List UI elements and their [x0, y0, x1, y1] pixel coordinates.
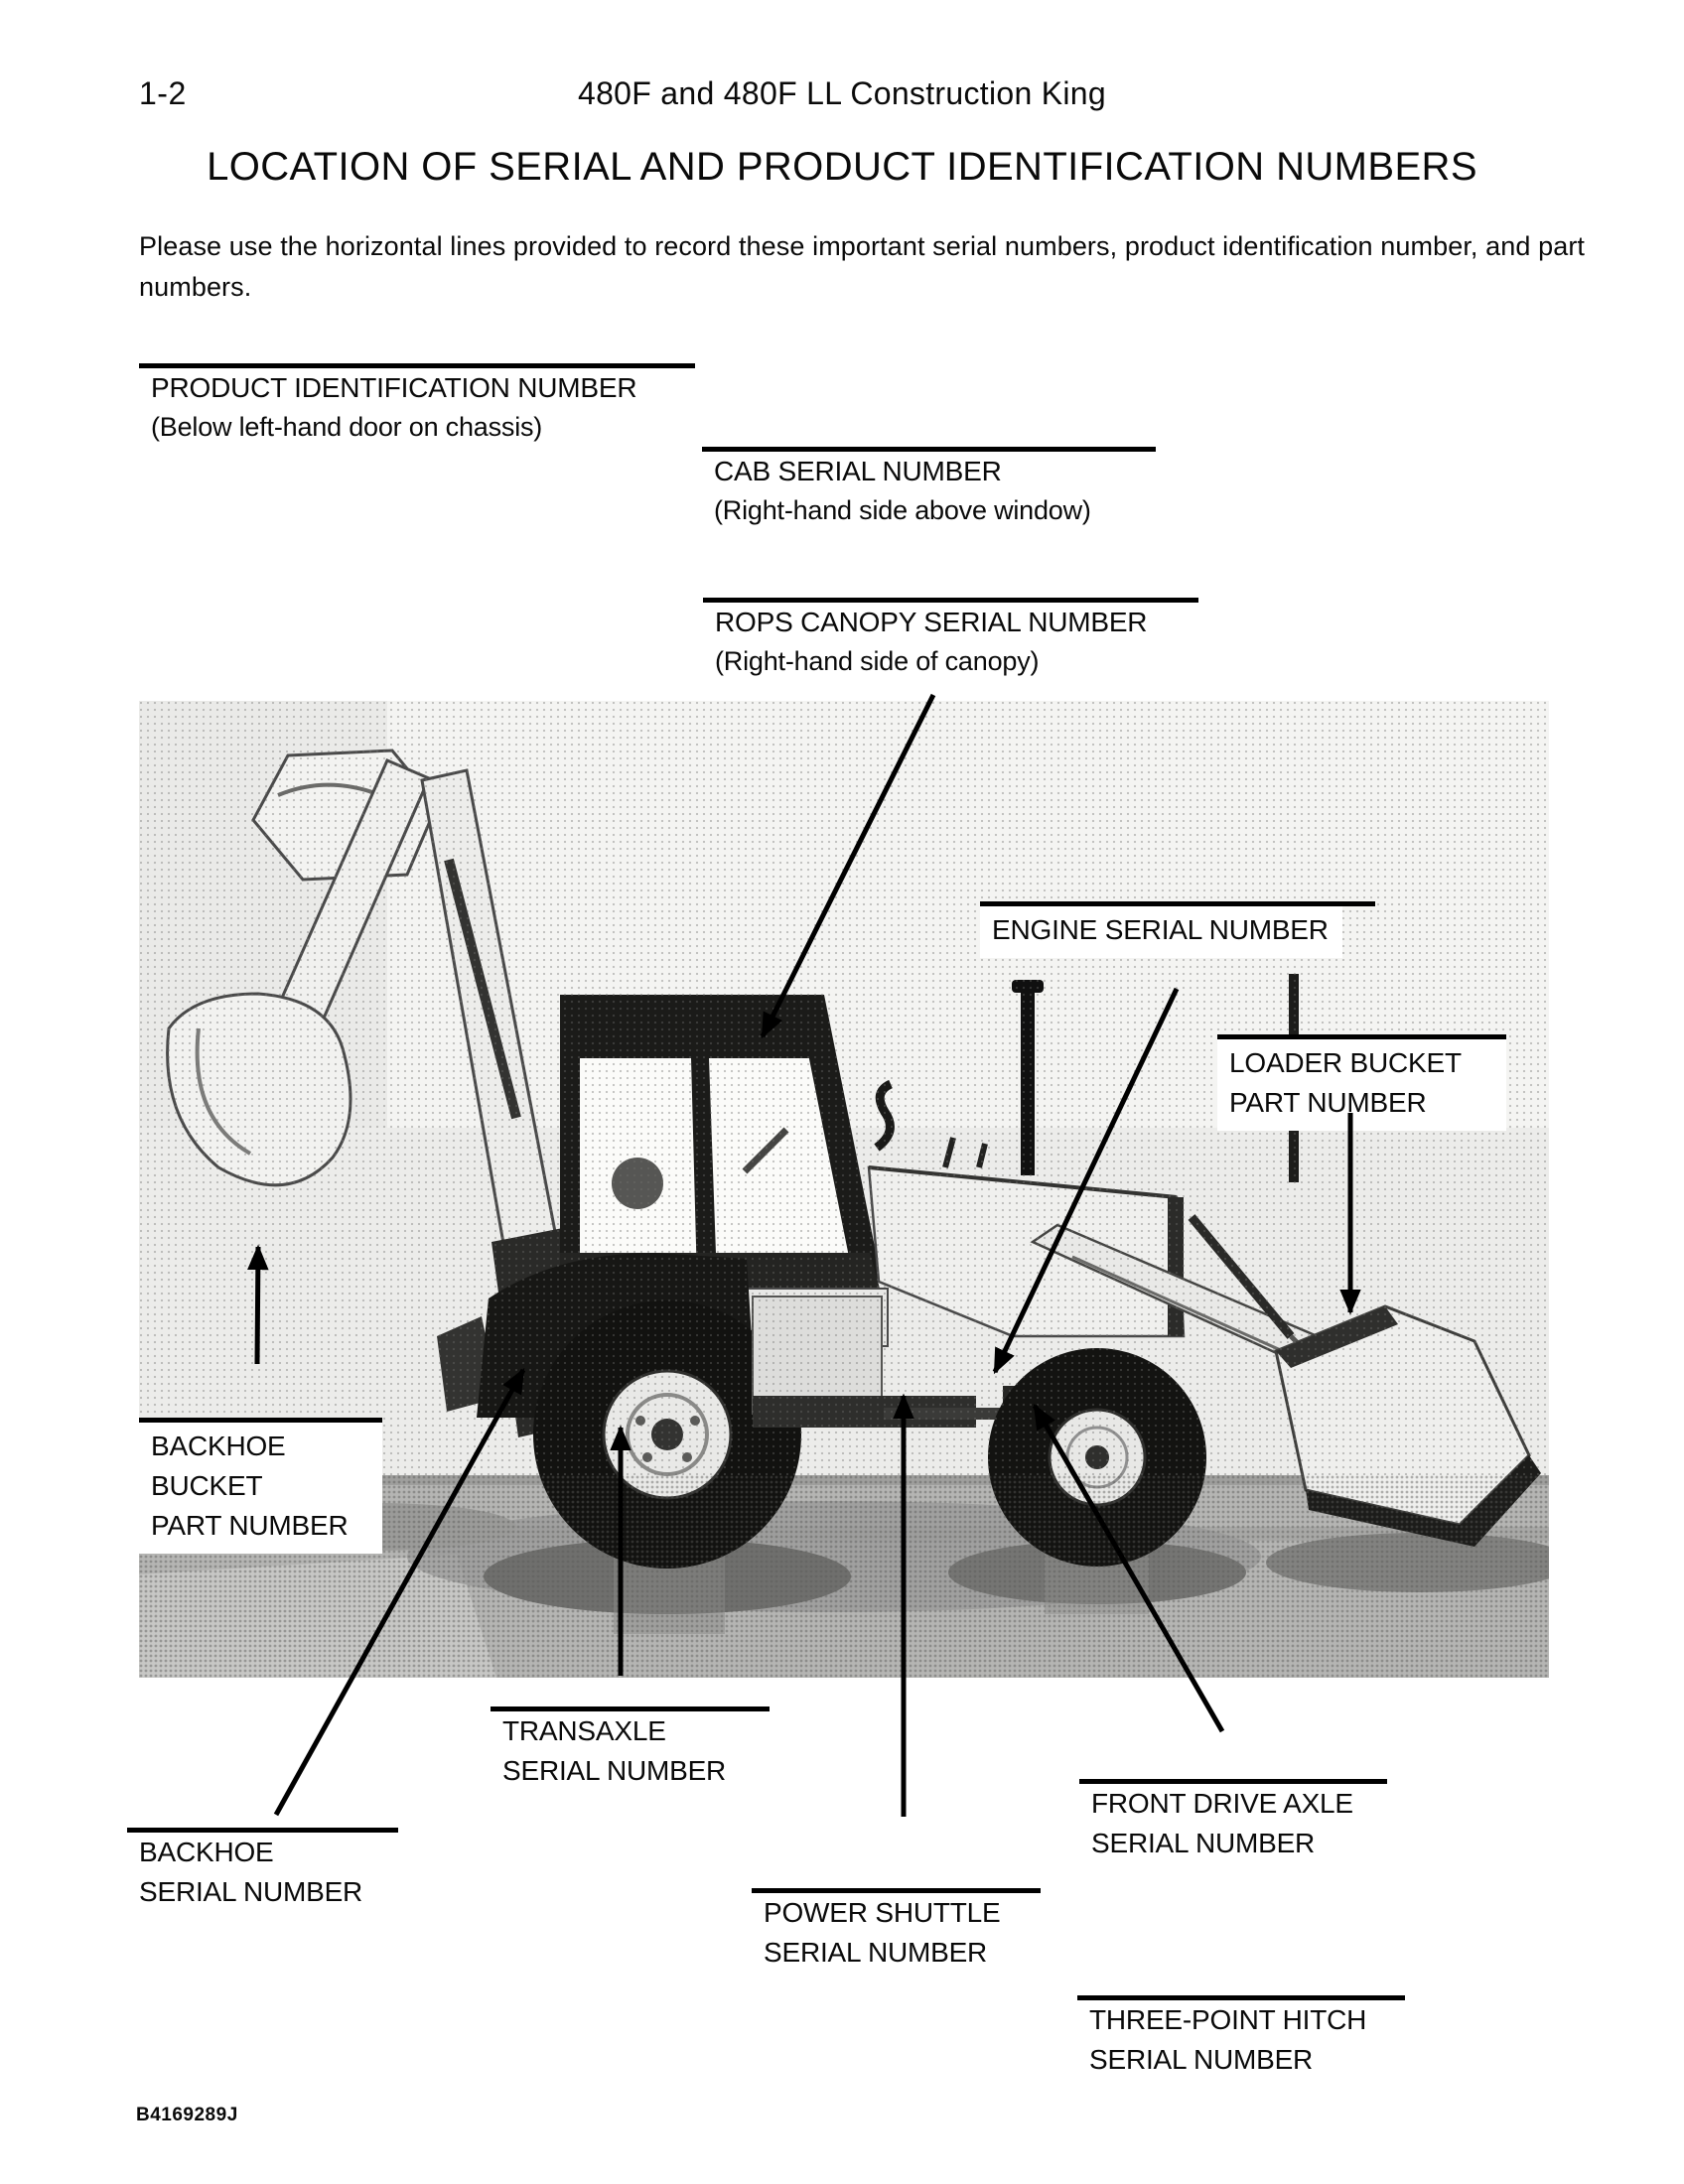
callout-label: BUCKET	[151, 1470, 263, 1501]
callout-label: TRANSAXLE	[502, 1715, 666, 1746]
callout-label: SERIAL NUMBER	[1091, 1828, 1316, 1858]
record-line	[1077, 1995, 1405, 2000]
callout-note: (Below left-hand door on chassis)	[151, 412, 543, 442]
callout-cab-serial: CAB SERIAL NUMBER (Right-hand side above…	[702, 447, 1156, 529]
callout-label: LOADER BUCKET	[1229, 1047, 1462, 1078]
callout-label: FRONT DRIVE AXLE	[1091, 1788, 1353, 1819]
record-line	[702, 447, 1156, 452]
record-line	[139, 363, 695, 368]
callout-label: POWER SHUTTLE	[764, 1897, 1001, 1928]
callout-note: (Right-hand side above window)	[714, 495, 1091, 525]
record-line	[491, 1706, 770, 1711]
callout-transaxle-serial: TRANSAXLE SERIAL NUMBER	[491, 1706, 770, 1791]
record-line	[1079, 1779, 1387, 1784]
callout-rops-canopy-serial: ROPS CANOPY SERIAL NUMBER (Right-hand si…	[703, 598, 1198, 680]
callout-label: PART NUMBER	[1229, 1087, 1427, 1118]
callout-power-shuttle-serial: POWER SHUTTLE SERIAL NUMBER	[752, 1888, 1041, 1973]
record-line	[127, 1828, 398, 1833]
callout-product-identification: PRODUCT IDENTIFICATION NUMBER (Below lef…	[139, 363, 695, 446]
record-line	[752, 1888, 1041, 1893]
record-line	[980, 901, 1375, 906]
callout-backhoe-bucket-part: BACKHOE BUCKET PART NUMBER	[139, 1418, 382, 1554]
record-line	[703, 598, 1198, 603]
callout-label: PRODUCT IDENTIFICATION NUMBER	[151, 372, 637, 403]
callout-label: BACKHOE	[139, 1837, 274, 1867]
callout-backhoe-serial: BACKHOE SERIAL NUMBER	[127, 1828, 398, 1912]
document-code: B4169289J	[136, 2105, 238, 2125]
callout-label: SERIAL NUMBER	[502, 1755, 727, 1786]
callout-note: (Right-hand side of canopy)	[715, 646, 1040, 676]
callout-label: BACKHOE	[151, 1431, 286, 1461]
callout-three-point-hitch-serial: THREE-POINT HITCH SERIAL NUMBER	[1077, 1995, 1405, 2080]
page-title: LOCATION OF SERIAL AND PRODUCT IDENTIFIC…	[207, 145, 1477, 189]
callout-label: ROPS CANOPY SERIAL NUMBER	[715, 607, 1148, 637]
callout-label: SERIAL NUMBER	[139, 1876, 363, 1907]
callout-label: SERIAL NUMBER	[764, 1937, 988, 1968]
callout-engine-serial: ENGINE SERIAL NUMBER	[980, 901, 1375, 958]
record-line	[1217, 1034, 1506, 1039]
callout-label: CAB SERIAL NUMBER	[714, 456, 1002, 486]
record-line	[139, 1418, 382, 1423]
callout-loader-bucket-part: LOADER BUCKET PART NUMBER	[1217, 1034, 1506, 1131]
callout-label: SERIAL NUMBER	[1089, 2044, 1314, 2075]
page-number: 1-2	[139, 75, 187, 111]
intro-paragraph: Please use the horizontal lines provided…	[139, 231, 1586, 302]
running-header: 480F and 480F LL Construction King	[577, 75, 1106, 111]
callout-label: THREE-POINT HITCH	[1089, 2004, 1367, 2035]
callout-front-drive-axle-serial: FRONT DRIVE AXLE SERIAL NUMBER	[1079, 1779, 1387, 1863]
callout-label: PART NUMBER	[151, 1510, 349, 1541]
callout-label: ENGINE SERIAL NUMBER	[992, 914, 1329, 945]
